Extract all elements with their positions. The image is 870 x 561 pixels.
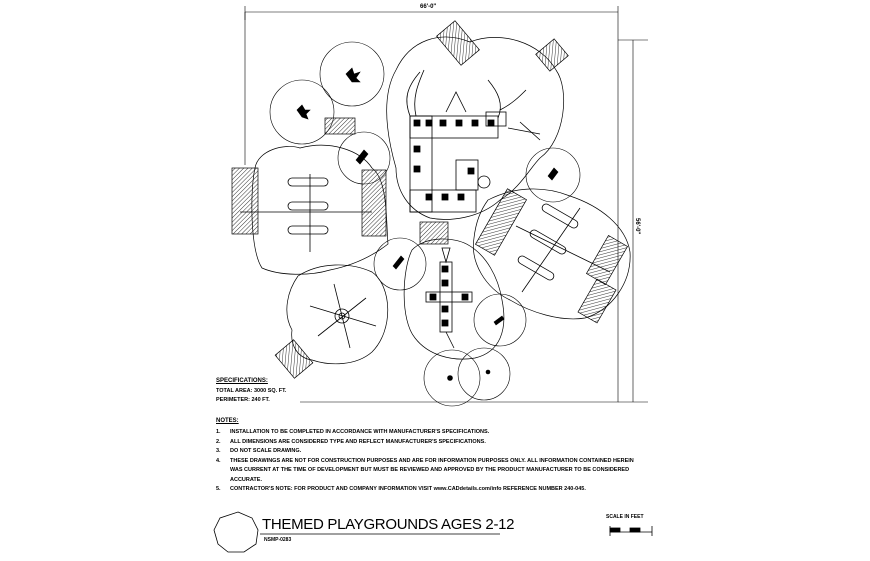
notes-heading: NOTES: (216, 418, 239, 424)
play-area-outlines (251, 36, 631, 365)
hatched-pads (231, 20, 629, 379)
dimension-lines (244, 6, 648, 403)
main-play-structure (406, 69, 541, 213)
reference-code: NSMP-0283 (264, 537, 292, 543)
perimeter-text: PERIMETER: 240 FT. (216, 397, 270, 403)
notes-list: 1.INSTALLATION TO BE COMPLETED IN ACCORD… (216, 428, 636, 495)
swing-set-right (515, 203, 611, 293)
note-item: 5.CONTRACTOR'S NOTE: FOR PRODUCT AND COM… (216, 486, 586, 492)
scale-bar (609, 526, 653, 536)
spinner-equipment (309, 283, 377, 349)
dimension-height-label: 56'-0" (634, 218, 640, 235)
note-item: 1.INSTALLATION TO BE COMPLETED IN ACCORD… (216, 429, 490, 435)
lower-play-structure (425, 247, 473, 349)
note-item: 4.THESE DRAWINGS ARE NOT FOR CONSTRUCTIO… (216, 457, 634, 483)
note-item: 3.DO NOT SCALE DRAWING. (216, 448, 302, 454)
dimension-width-label: 66'-0" (420, 4, 437, 10)
site-boundary (244, 12, 619, 403)
title-block-logo (213, 511, 500, 553)
tree-canopies (269, 41, 581, 407)
scale-label: SCALE IN FEET (606, 514, 644, 520)
drawing-title: THEMED PLAYGROUNDS AGES 2-12 (262, 516, 515, 533)
tree-symbols (296, 67, 559, 381)
note-item: 2.ALL DIMENSIONS ARE CONSIDERED TYPE AND… (216, 438, 486, 445)
swing-set-left (240, 174, 372, 252)
summary-heading: SPECIFICATIONS: (216, 378, 268, 384)
total-area-text: TOTAL AREA: 3000 SQ. FT. (216, 388, 287, 394)
